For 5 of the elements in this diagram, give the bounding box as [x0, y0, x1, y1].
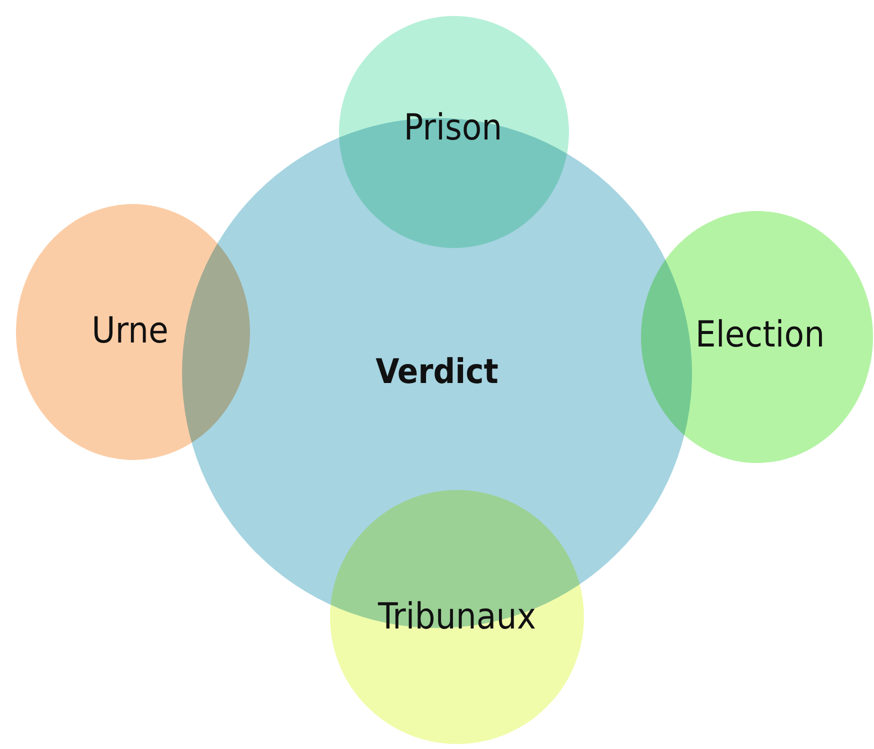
topic-label: Tribunaux: [378, 596, 536, 638]
topic-label: Election: [695, 314, 825, 356]
central-label: Verdict: [376, 352, 498, 392]
topic-label: Urne: [92, 310, 168, 352]
topic-label: Prison: [404, 108, 502, 148]
